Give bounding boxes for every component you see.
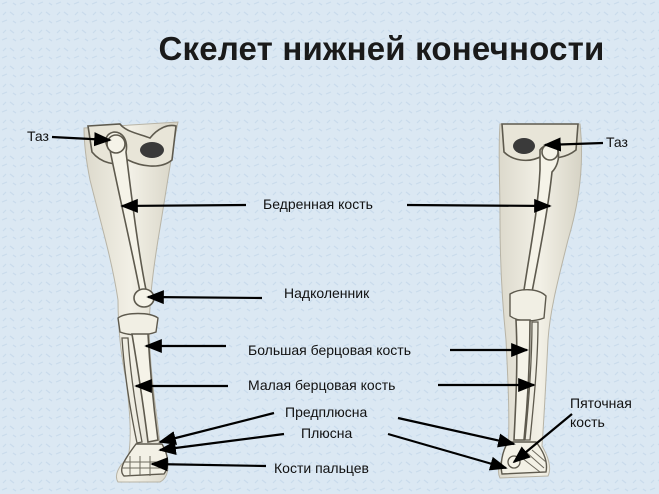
arrow-pelvis-right [543,137,604,152]
right-foot-bones [500,441,548,475]
label-patella: Надколенник [284,285,370,301]
label-fibula: Малая берцовая кость [248,377,396,393]
label-calcaneus-line1: Пяточная [570,395,632,411]
right-obturator-hole [513,138,535,154]
arrow-tarsus-right [397,416,516,448]
label-pelvis-left: Таз [27,128,49,144]
left-obturator-hole [140,142,164,158]
pointer-arrows [51,132,604,472]
label-tibia: Большая берцовая кость [248,342,412,358]
left-fibula-bone [121,337,143,444]
arrow-femur-right [406,198,552,213]
arrow-metatarsus-left [158,432,285,455]
label-pelvis-right: Таз [606,134,628,150]
left-knee-joint [117,312,159,336]
right-femur-head [541,143,559,161]
label-tarsus: Предплюсна [285,404,368,420]
left-femur-head [106,134,126,154]
label-phalanges: Кости пальцев [274,460,369,476]
label-calcaneus-line2: кость [570,414,605,430]
left-leg-silhouette [83,121,179,483]
arrow-tarsus-left [158,411,275,445]
arrow-femur-left [120,198,247,213]
arrow-metatarsus-right [387,432,508,471]
page-title: Скелет нижней конечности [158,30,605,67]
arrow-phalanges [150,457,267,472]
right-knee-joint [509,289,547,322]
arrow-pelvis-left [51,132,112,147]
arrow-patella [146,290,263,305]
left-toe-bones [122,456,164,476]
label-metatarsus: Плюсна [301,425,353,441]
arrow-calcaneus [512,413,573,464]
label-femur: Бедренная кость [263,196,373,212]
